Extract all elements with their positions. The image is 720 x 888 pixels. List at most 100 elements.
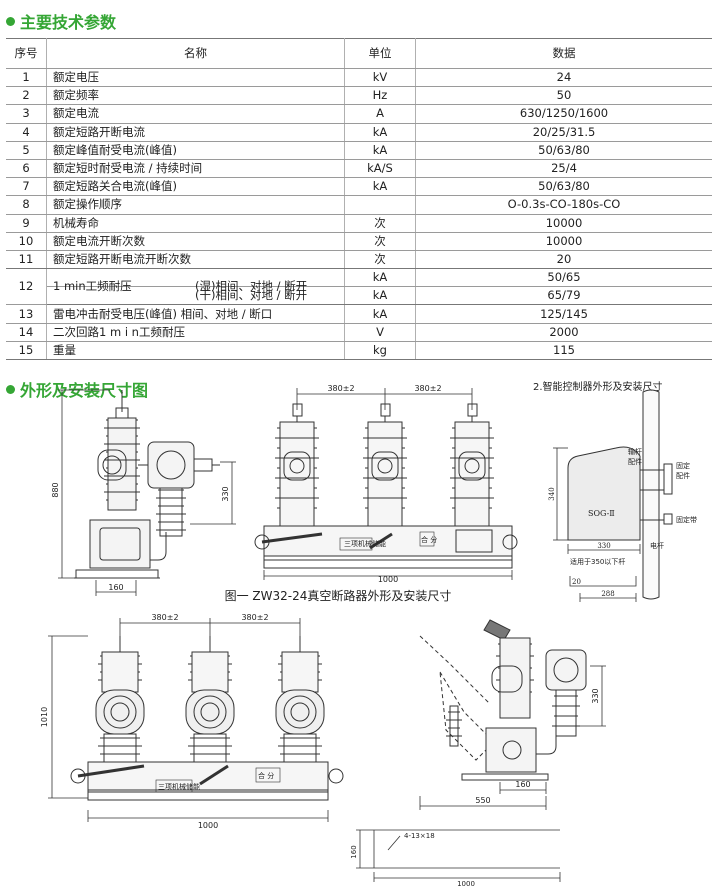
cell-value: 50: [415, 86, 712, 106]
dim-330-side: [190, 461, 236, 525]
front-view-breaker: [254, 388, 518, 580]
figure-caption: 图一 ZW32-24真空断路器外形及安装尺寸: [225, 588, 452, 603]
table-header-row: 序号 名称 单位 数据: [6, 38, 712, 69]
cell-name-sub: (湿)相间、对地 / 断开: [195, 278, 308, 293]
cell-no: 12: [6, 268, 47, 306]
front-view-lower: [48, 618, 344, 822]
col-header-value: 数据: [415, 38, 712, 69]
section-heading-dims: 外形及安装尺寸图: [6, 377, 148, 401]
cell-unit: kA: [344, 268, 416, 288]
dim-label-holes: 4-13×18: [404, 832, 435, 840]
cell-no: 10: [6, 231, 47, 251]
cell-value: 2000: [415, 322, 712, 342]
bullet-icon: [6, 16, 15, 26]
note-c: 固定: [676, 461, 690, 470]
cell-no: 2: [6, 86, 47, 106]
cell-value: O-0.3s-CO-180s-CO: [415, 195, 712, 215]
side-view-lower: [356, 619, 606, 882]
cell-unit: kV: [344, 67, 416, 88]
cell-unit: kg: [344, 340, 416, 361]
dim-label-330: 330: [221, 486, 230, 501]
cell-no: 14: [6, 322, 47, 342]
cell-no: 8: [6, 195, 47, 215]
controller-drawing: [553, 389, 673, 602]
cell-no: 13: [6, 304, 47, 324]
cell-unit: 次: [344, 249, 416, 270]
cell-value: 50/63/80: [415, 140, 712, 160]
cell-value: 50/65: [415, 268, 712, 288]
table-row: 12 1 min工频耐压 (湿)相间、对地 / 断开 kA 50/65: [6, 268, 712, 306]
cell-no: 1: [6, 67, 47, 88]
plate-warn-b: 合 分: [258, 771, 274, 780]
cell-value: 50/63/80: [415, 177, 712, 197]
dim-label-380-a: 380±2: [327, 384, 354, 393]
dim-160-side: [95, 580, 137, 596]
dim-label-160-b: 160: [515, 780, 530, 789]
col-header-no: 序号: [6, 38, 47, 69]
dim-label-880: 880: [51, 482, 60, 497]
cell-no: 4: [6, 122, 47, 142]
cell-value: 20/25/31.5: [415, 122, 712, 142]
cell-value: 65/79: [415, 286, 712, 306]
front-dim-380: [296, 388, 473, 410]
cell-value: 125/145: [415, 304, 712, 324]
cell-unit: kA: [344, 286, 416, 306]
cell-no: 11: [6, 249, 47, 270]
side-view-breaker: [74, 390, 220, 579]
cell-name-main: 1 min工频耐压: [53, 279, 132, 294]
cell-value: 115: [415, 340, 712, 361]
cell-value: 10000: [415, 231, 712, 251]
dim-label-380-d: 380±2: [241, 613, 268, 622]
mount-note: 适用于350以下杆: [570, 557, 625, 566]
note-e: 固定带: [676, 515, 697, 524]
dim-label-288: 288: [601, 590, 614, 598]
cell-name: 额定峰值耐受电流(峰值): [46, 140, 345, 160]
cell-unit: Hz: [344, 86, 416, 106]
dim-label-380-b: 380±2: [414, 384, 441, 393]
plate-warn: 合 分: [421, 535, 437, 544]
cell-unit: kA: [344, 177, 416, 197]
dim-label-1010: 1010: [40, 707, 49, 727]
cell-name: 1 min工频耐压 (湿)相间、对地 / 断开: [46, 268, 345, 293]
cell-value: 630/1250/1600: [415, 104, 712, 124]
cell-name: 额定短路开断电流开断次数: [46, 249, 345, 270]
table-row: (干)相间、对地 / 断开 kA 65/79: [6, 286, 712, 306]
note-b: 配件: [628, 457, 642, 466]
section-title: 外形及安装尺寸图: [20, 381, 149, 400]
dim-label-20: 20: [572, 578, 581, 586]
cell-name: 额定短路关合电流(峰值): [46, 177, 345, 197]
front-dim-1000: [263, 570, 513, 580]
section-title: 主要技术参数: [20, 13, 117, 32]
dim-label-160-c: 160: [350, 845, 358, 858]
cell-unit: 次: [344, 213, 416, 233]
cell-unit: V: [344, 322, 416, 342]
cell-value: 24: [415, 67, 712, 88]
cell-name: 额定电压: [46, 67, 345, 88]
cell-no: 6: [6, 158, 47, 179]
cell-name: 重量: [46, 340, 345, 361]
cell-no: 7: [6, 177, 47, 197]
dim-label-340: 340: [548, 487, 556, 500]
cell-unit: kA: [344, 304, 416, 324]
dim-label-1000: 1000: [378, 575, 398, 584]
col-header-name: 名称: [46, 38, 345, 69]
dim-label-330-ctrl: 330: [597, 542, 610, 550]
cell-name: 额定电流: [46, 104, 345, 124]
dimension-drawing: 880 330 160 380±2 380±2 1000 三项机械储能 合 分 …: [40, 380, 697, 888]
note-d: 配件: [676, 471, 690, 480]
cell-no: 3: [6, 104, 47, 124]
note-a: 输杆: [628, 447, 642, 456]
cell-name: 额定电流开断次数: [46, 231, 345, 251]
cell-unit: A: [344, 104, 416, 124]
cell-name: 机械寿命: [46, 213, 345, 233]
